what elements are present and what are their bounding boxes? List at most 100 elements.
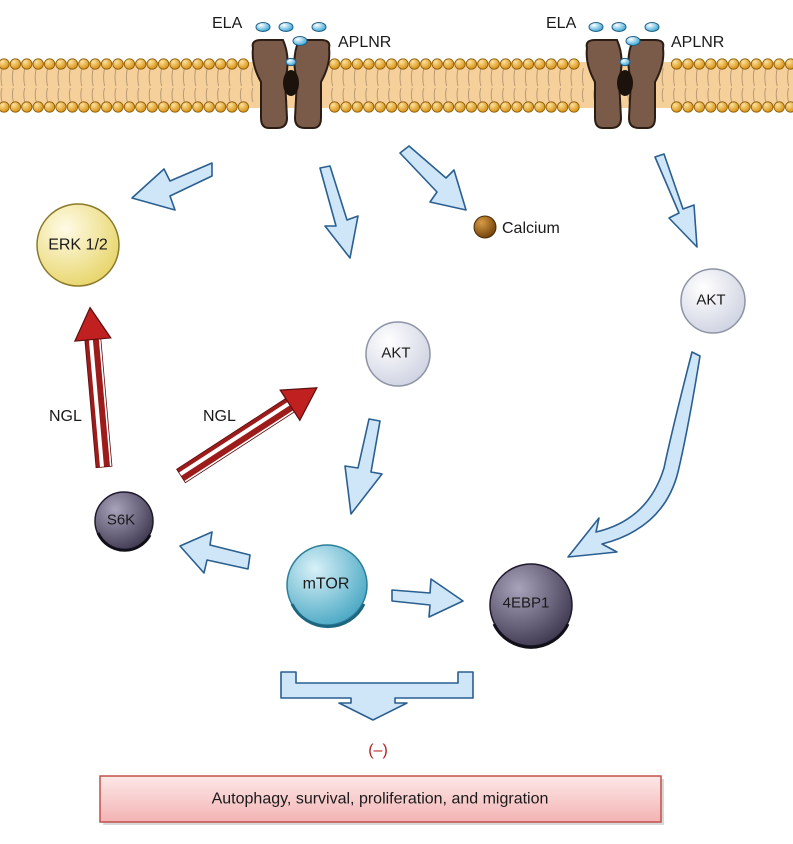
lipid-tail — [171, 67, 174, 87]
lipid-head — [522, 101, 535, 113]
lipid-head — [682, 101, 694, 113]
lipid-tail — [80, 87, 83, 103]
lipid-head — [670, 58, 683, 70]
lipid-tail — [673, 67, 676, 87]
lipid-tail — [23, 87, 26, 103]
lipid-tail — [661, 67, 664, 87]
lipid-tail — [23, 67, 26, 87]
lipid-tail — [490, 87, 493, 103]
lipid-head — [169, 58, 181, 70]
ligand-dot — [311, 22, 327, 32]
lipid-tail — [114, 87, 117, 103]
arrow-to-erk — [131, 162, 213, 211]
lipid-head — [55, 58, 67, 70]
lipid-tail — [467, 67, 470, 87]
lipid-tail — [125, 67, 128, 87]
arrow-to-akt-right — [654, 153, 698, 248]
lipid-tail — [194, 67, 197, 87]
lipid-head — [408, 101, 420, 113]
ngl-shaft — [84, 338, 113, 469]
lipid-tail — [467, 87, 470, 103]
lipid-tail — [684, 87, 687, 103]
lipid-head — [328, 101, 341, 113]
lipid-head — [192, 58, 204, 70]
lipid-tail — [125, 87, 128, 103]
lipid-tail — [536, 67, 539, 87]
lipid-tail — [524, 67, 527, 87]
lipid-head — [750, 58, 763, 70]
lipid-head — [89, 101, 101, 113]
aplnr-label-right: APLNR — [671, 34, 724, 51]
lipid-head — [785, 58, 793, 70]
ligand-dot — [292, 36, 308, 46]
receptor-icon — [585, 39, 665, 129]
lipid-head — [351, 58, 363, 70]
ligand-dot — [255, 22, 271, 32]
lipid-tail — [547, 67, 550, 87]
lipid-tail — [410, 87, 413, 103]
lipid-tail — [787, 87, 790, 103]
lipid-tail — [0, 67, 3, 87]
lipid-tail — [251, 87, 254, 103]
lipid-head — [135, 101, 147, 113]
lipid-tail — [365, 67, 368, 87]
lipid-head — [0, 58, 10, 70]
lipid-head — [773, 58, 785, 70]
lipid-head — [55, 101, 67, 113]
lipid-tail — [661, 87, 664, 103]
lipid-head — [66, 101, 79, 113]
lipid-tail — [479, 67, 482, 87]
lipid-tail — [673, 87, 676, 103]
lipid-head — [101, 58, 113, 70]
lipid-tail — [730, 67, 733, 87]
lipid-tail — [524, 87, 527, 103]
lipid-tail — [34, 67, 37, 87]
lipid-head — [78, 101, 90, 113]
lipid-tail — [581, 67, 584, 87]
lipid-tail — [376, 87, 379, 103]
lipid-head — [226, 101, 238, 113]
lipid-head — [123, 101, 135, 113]
lipid-tail — [445, 67, 448, 87]
lipid-head — [21, 101, 33, 113]
lipid-tail — [228, 67, 231, 87]
lipid-tail — [148, 67, 151, 87]
lipid-tail — [148, 87, 151, 103]
lipid-head — [739, 101, 751, 113]
lipid-head — [226, 58, 238, 70]
lipid-tail — [11, 87, 14, 103]
lipid-head — [762, 58, 774, 70]
lipid-tail — [91, 67, 94, 87]
lipid-head — [534, 101, 546, 113]
lipid-tail — [251, 67, 254, 87]
ligand-dot — [619, 57, 631, 67]
arrow-mtor-to-4ebp1 — [391, 578, 464, 618]
lipid-head — [750, 101, 763, 113]
lipid-tail — [695, 67, 698, 87]
lipid-head — [237, 58, 249, 70]
lipid-head — [465, 58, 477, 70]
lipid-head — [158, 101, 170, 113]
lipid-head — [32, 58, 44, 70]
lipid-tail — [11, 67, 14, 87]
cell-membrane — [0, 58, 793, 113]
lipid-head — [727, 58, 740, 70]
ngl-head — [279, 387, 318, 422]
lipid-tail — [399, 87, 402, 103]
lipid-tail — [718, 87, 721, 103]
lipid-tail — [764, 67, 767, 87]
lipid-head — [32, 101, 44, 113]
lipid-head — [385, 101, 398, 113]
lipid-tail — [68, 87, 71, 103]
outcome-text: Autophagy, survival, proliferation, and … — [212, 791, 549, 808]
lipid-tail — [559, 87, 562, 103]
lipid-head — [556, 101, 569, 113]
lipid-tail — [422, 87, 425, 103]
lipid-head — [203, 58, 215, 70]
lipid-tail — [91, 87, 94, 103]
lipid-head — [374, 101, 386, 113]
lipid-head — [477, 58, 489, 70]
ligand-dot — [644, 22, 660, 32]
lipid-head — [78, 58, 90, 70]
lipid-heads-bottom — [0, 101, 793, 113]
